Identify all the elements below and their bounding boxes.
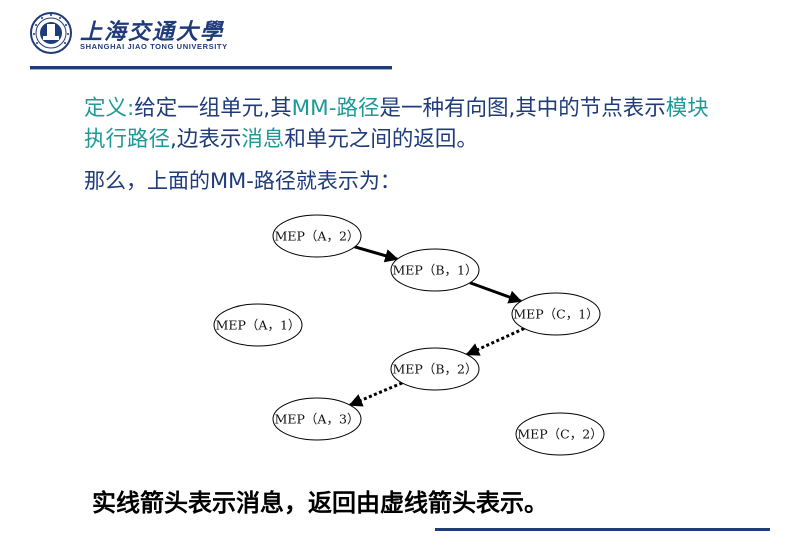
definition-text-2: 是一种有向图,其中的节点表示: [379, 96, 666, 121]
module-execution-path-term: 模块执行路径: [84, 96, 709, 152]
mep-node: MEP（C，1）: [511, 292, 601, 336]
mep-node: MEP（C，2）: [515, 412, 605, 456]
definition-text-4: 和单元之间的返回。: [284, 127, 478, 152]
mep-node-ellipse: [213, 303, 303, 347]
definition-text-1: 给定一组单元,其: [134, 96, 292, 121]
mep-node-ellipse: [511, 292, 601, 336]
logo-english-name: SHANGHAI JIAO TONG UNIVERSITY: [80, 42, 228, 51]
mm-path-term: MM-路径: [291, 96, 380, 121]
mep-node-label: MEP（C，2）: [517, 427, 602, 442]
mep-node: MEP（A，2）: [272, 214, 362, 258]
message-arrow: [469, 281, 523, 304]
intro-line: 那么，上面的MM-路径就表示为：: [84, 169, 401, 193]
university-seal-icon: [30, 12, 72, 54]
mep-node-ellipse: [390, 248, 480, 292]
return-arrow: [348, 381, 403, 407]
header-rule: [30, 66, 392, 70]
mep-node-ellipse: [390, 347, 480, 391]
mep-node-label: MEP（A，3）: [275, 412, 360, 427]
university-logo: 上海交通大學 SHANGHAI JIAO TONG UNIVERSITY: [30, 12, 230, 58]
logo-chinese-name: 上海交通大學: [80, 19, 225, 45]
mep-node-ellipse: [515, 412, 605, 456]
definition-text-3: ,边表示: [170, 127, 242, 152]
mep-node-label: MEP（C，1）: [513, 307, 598, 322]
mep-node-label: MEP（A，2）: [275, 229, 360, 244]
mep-node-label: MEP（B，2）: [393, 362, 478, 377]
definition-paragraph: 定义:给定一组单元,其MM-路径是一种有向图,其中的节点表示模块执行路径,边表示…: [84, 93, 724, 155]
mep-node-ellipse: [272, 214, 362, 258]
message-arrow: [354, 245, 399, 263]
mep-node-ellipse: [272, 397, 362, 441]
legend-caption: 实线箭头表示消息，返回由虚线箭头表示。: [92, 489, 548, 517]
return-arrow: [465, 327, 525, 356]
definition-label: 定义:: [84, 96, 135, 121]
footer-rule: [435, 528, 770, 531]
mep-node: MEP（B，2）: [390, 347, 480, 391]
mep-node-label: MEP（A，1）: [216, 318, 301, 333]
message-term: 消息: [241, 127, 285, 152]
mep-node: MEP（A，1）: [213, 303, 303, 347]
mep-node: MEP（B，1）: [390, 248, 480, 292]
mep-node: MEP（A，3）: [272, 397, 362, 441]
mep-node-label: MEP（B，1）: [393, 263, 478, 278]
